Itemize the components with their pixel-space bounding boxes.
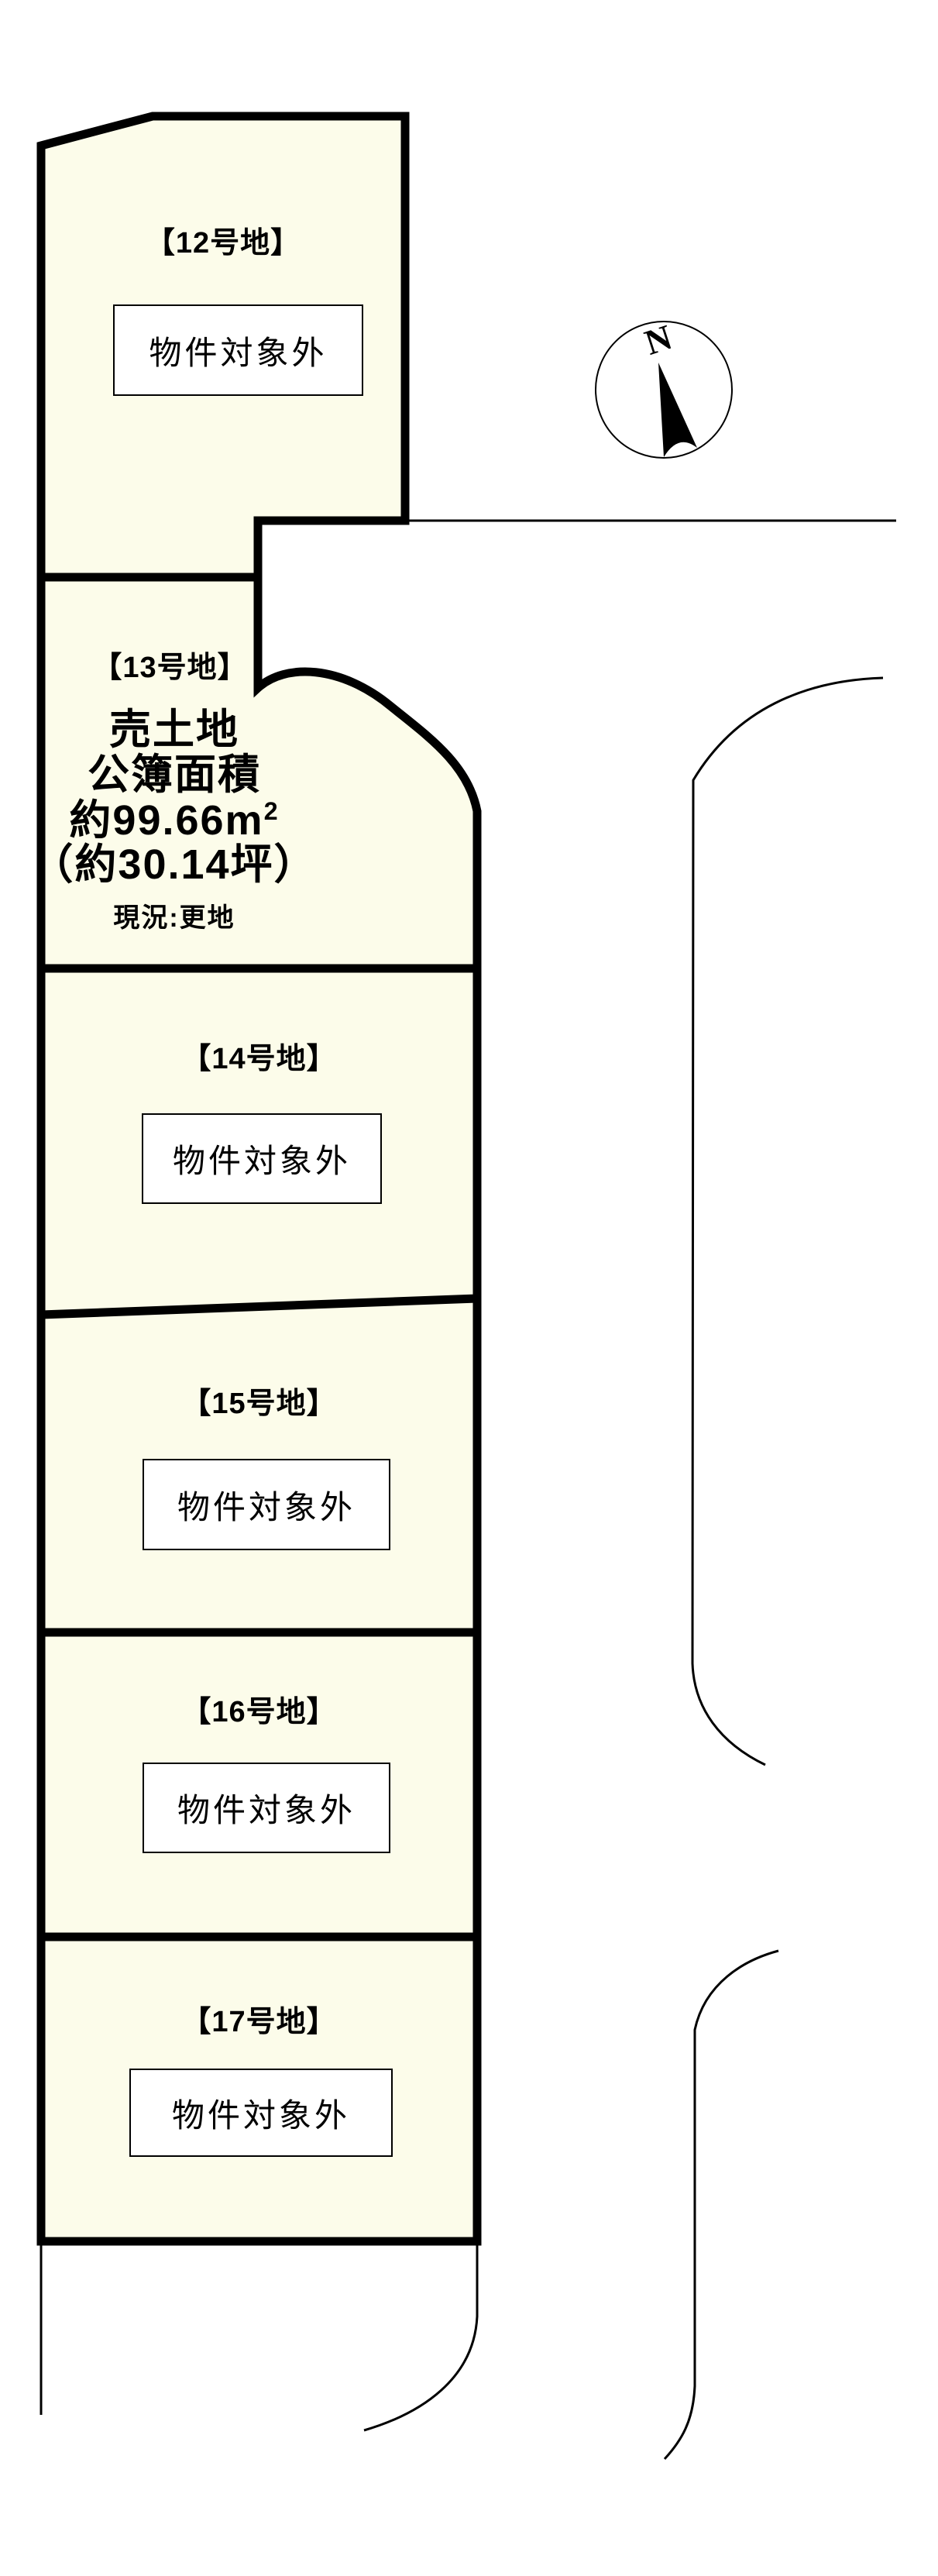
lot-16-status-text: 物件対象外 [177, 1792, 356, 1828]
road-edge-bottom-right [363, 2241, 479, 2432]
lot-14-status-box: 物件対象外 [142, 1113, 382, 1204]
lot-13-sale-title: 売土地 [109, 707, 239, 753]
lot-17-status-box: 物件対象外 [129, 2069, 393, 2157]
compass-needle-icon [658, 363, 697, 457]
lot-13-register-area: 公簿面積 [88, 751, 261, 798]
road-edge-right-lower [663, 1949, 779, 2461]
lot-15-label: 【15号地】 [181, 1388, 337, 1420]
road-edge-right-upper [691, 676, 884, 1766]
lot-13-area-sqm: 約99.66m2 [15, 799, 333, 841]
lot-17-status-text: 物件対象外 [171, 2096, 350, 2134]
lot-13-condition: 現況:更地 [113, 903, 235, 933]
lot-13-label: 【13号地】 [92, 652, 248, 684]
lot-12-status-text: 物件対象外 [149, 334, 328, 371]
lot-14-status-text: 物件対象外 [172, 1143, 351, 1179]
lot-12-status-box: 物件対象外 [113, 304, 363, 396]
lot-13-area-sup: 2 [263, 797, 280, 825]
lot-14-label: 【14号地】 [181, 1043, 337, 1075]
lot-12-label: 【12号地】 [145, 227, 301, 260]
lot-16-status-box: 物件対象外 [143, 1763, 390, 1853]
lot-15-status-box: 物件対象外 [143, 1459, 390, 1550]
lot-16-label: 【16号地】 [181, 1696, 337, 1728]
divider-lot14-lot15 [40, 1294, 478, 1319]
lot-13-area-tsubo: （約30.14坪） [31, 841, 318, 888]
lot-15-status-text: 物件対象外 [177, 1488, 356, 1525]
lot-17-label: 【17号地】 [181, 2006, 337, 2038]
lot-13-area-value: 約99.66m [69, 797, 264, 844]
